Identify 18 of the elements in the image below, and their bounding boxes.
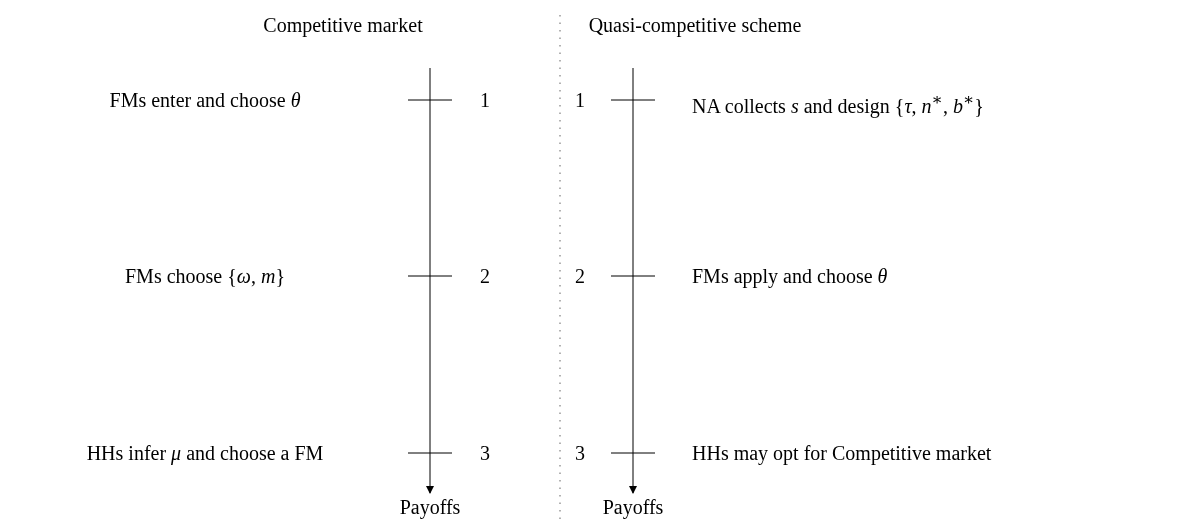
outcome-text: Payoffs — [399, 495, 461, 519]
event-text: FMs enter and choose θ — [109, 88, 301, 112]
timeline-arrow — [426, 67, 434, 494]
column-heading: Quasi-competitive scheme — [588, 13, 802, 37]
event-text: FMs choose {ω, m} — [125, 264, 285, 288]
step-number: 2 — [480, 264, 490, 288]
event-text: HHs may opt for Competitive market — [692, 441, 992, 465]
step-number: 3 — [575, 441, 585, 465]
outcome-text: Payoffs — [602, 495, 664, 519]
step-number: 2 — [575, 264, 585, 288]
event-text: NA collects s and design {τ, n$^{∗}$, b$^{∗}$} — [692, 89, 984, 118]
step-number: 1 — [480, 88, 490, 112]
timeline-arrow — [629, 67, 637, 494]
event-text: HHs infer μ and choose a FM — [86, 441, 324, 465]
event-text: FMs apply and choose θ — [692, 264, 888, 288]
step-number: 3 — [480, 441, 490, 465]
step-number: 1 — [575, 88, 585, 112]
column-heading: Competitive market — [263, 13, 423, 37]
